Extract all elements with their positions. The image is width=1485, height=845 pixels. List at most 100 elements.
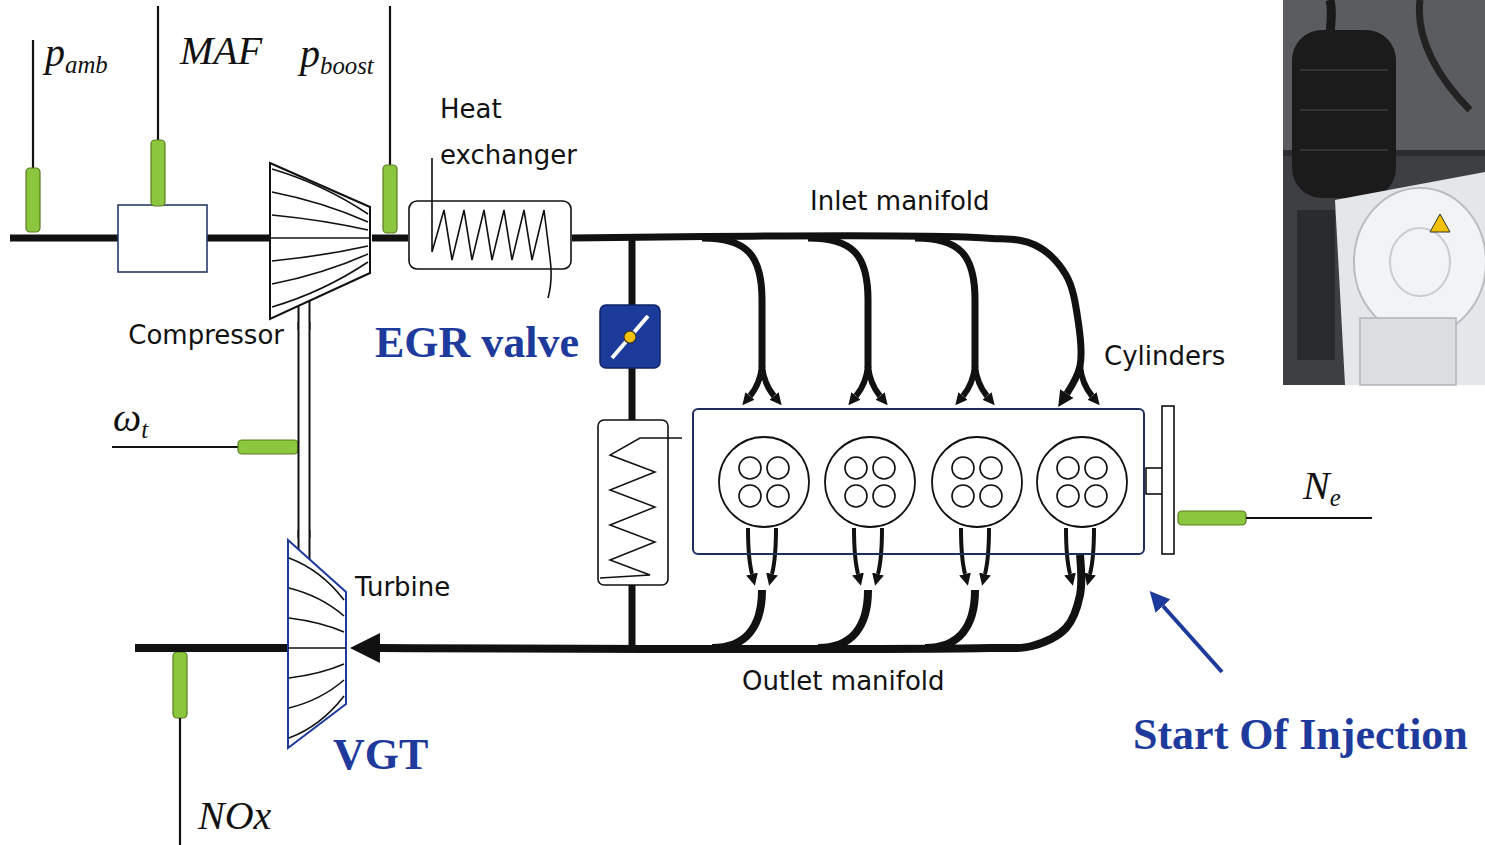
valve (1085, 485, 1107, 507)
compressor-axis (270, 237, 370, 239)
egr-cooler (598, 420, 668, 585)
text-part: p (45, 30, 65, 75)
photo-filter-rib (1300, 149, 1388, 151)
sensor-label: pboost (300, 34, 374, 79)
speed-sensor (238, 440, 298, 454)
node-outline (694, 410, 1143, 553)
sensor-wire (157, 6, 159, 140)
compressor-node: Compressor (268, 160, 372, 322)
pressure-sensor (26, 168, 40, 232)
valve (739, 485, 761, 507)
shaft-core (300, 322, 309, 538)
heat-exchanger-coil (432, 158, 551, 298)
valve (845, 457, 867, 479)
inlet-port-arrow (868, 366, 880, 396)
exhaust-port-arrow (748, 528, 752, 574)
photo-dyno-ring (1390, 228, 1450, 296)
shaft-connector (298, 322, 311, 538)
mass-flow-sensor (151, 140, 165, 206)
compressor-blade (272, 246, 368, 261)
exhaust-port-arrow (1066, 528, 1070, 574)
pressure-sensor (383, 165, 397, 233)
pipe-connector (572, 236, 1081, 394)
valve (1085, 457, 1107, 479)
maf-housing (118, 205, 207, 272)
egr-valve-pivot (624, 331, 636, 343)
node-outline (408, 200, 572, 270)
photo-filter-rib (1300, 69, 1388, 71)
sensor-wire (1246, 517, 1372, 519)
valve (952, 457, 974, 479)
subscript: amb (65, 51, 108, 78)
valve (1057, 485, 1079, 507)
compressor-blade (272, 169, 368, 214)
cylinder-bore (1037, 437, 1127, 527)
valve (767, 485, 789, 507)
photo-pedestal (1360, 318, 1456, 385)
photo-cabinet (1297, 210, 1335, 360)
text-part: p (300, 31, 320, 76)
actuator-label: VGT (333, 733, 428, 777)
exhaust-port-arrow (878, 528, 882, 574)
pipe-connector (372, 235, 408, 242)
exhaust-port-arrow (772, 528, 776, 574)
crank-hub (1146, 468, 1163, 494)
compressor-blade (272, 192, 368, 222)
turbine-blade (289, 618, 344, 632)
turbine-blade (289, 664, 344, 678)
turbine-axis (288, 647, 346, 649)
egr-valve-flap (612, 316, 648, 358)
inlet-branch (702, 238, 762, 368)
exhaust-port-arrow (961, 528, 965, 574)
flywheel (1162, 406, 1174, 554)
exhaust-branch (818, 590, 868, 648)
text-part: ω (113, 395, 141, 440)
sensor-wire (32, 40, 34, 168)
actuator-label: Start Of Injection (1133, 713, 1468, 757)
sensor-label: ωt (113, 398, 148, 443)
heat-exchanger-node: Heat exchanger (408, 200, 572, 270)
engine-speed-sensor (1178, 511, 1246, 525)
turbine-blade (289, 558, 344, 600)
photo-hose (1419, 0, 1470, 110)
turbine-blade (289, 588, 344, 616)
valve (739, 457, 761, 479)
component-label: Heat exchanger (440, 86, 630, 178)
compressor-blade (272, 215, 368, 230)
exhaust-port-arrow (854, 528, 858, 574)
node-outline (268, 160, 372, 322)
sensor-label: MAF (180, 31, 262, 71)
component-label: Cylinders (1104, 341, 1225, 371)
inlet-branch (808, 238, 868, 368)
valve (845, 485, 867, 507)
connector-label: Inlet manifold (808, 186, 992, 216)
subscript: e (1330, 484, 1341, 511)
egr-valve-symbol (600, 305, 660, 368)
cooler-coil (600, 438, 682, 578)
inlet-branch (915, 238, 975, 368)
turbine-node: Turbine (286, 538, 350, 750)
sensor-label: Ne (1303, 466, 1341, 511)
exhaust-branches (712, 590, 975, 648)
exhaust-port-arrow (1090, 528, 1094, 574)
component-label: Turbine (355, 572, 450, 602)
connector-label: Outlet manifold (740, 666, 947, 696)
valve (873, 457, 895, 479)
valve (952, 485, 974, 507)
inlet-branches (702, 238, 975, 368)
node-outline (286, 538, 350, 750)
photo-ground (1283, 0, 1485, 385)
turbine-blade (289, 680, 344, 708)
component-label: Compressor (128, 320, 284, 350)
exhaust-port-arrow (985, 528, 989, 574)
sensor-label: NOx (198, 796, 271, 836)
pipe-connector (380, 555, 1081, 649)
text-part: N (1303, 463, 1330, 508)
exhaust-branch (925, 590, 975, 648)
compressor-blade (272, 254, 368, 284)
actuator-label: EGR valve (375, 321, 579, 365)
sensor-label: pamb (45, 33, 108, 78)
subscript: t (141, 416, 148, 443)
photo-warning-sign (1430, 214, 1450, 232)
